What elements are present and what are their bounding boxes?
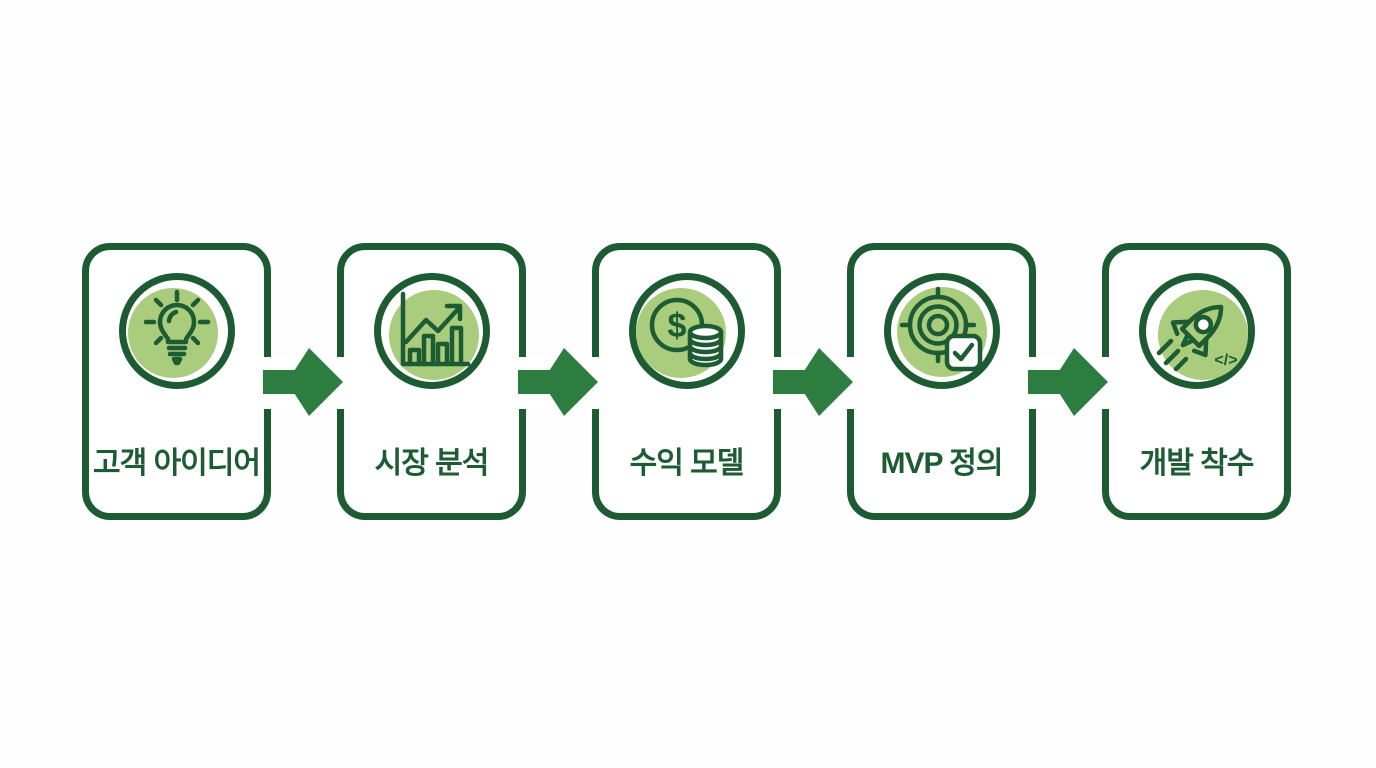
step-card-market-analysis: 시장 분석	[337, 243, 526, 520]
step-card-revenue-model: $ 수익 모델	[592, 243, 781, 520]
arrow-right-icon	[515, 348, 605, 416]
code-brackets-glyph: </>	[1214, 352, 1237, 369]
arrow-right-icon	[1025, 348, 1115, 416]
icon-ring	[118, 273, 235, 389]
step-label: MVP 정의	[880, 447, 1003, 480]
icon-ring: </>	[1138, 273, 1255, 389]
target-check-icon	[899, 286, 982, 372]
icon-blob	[1157, 290, 1248, 380]
bar-chart-growth-icon	[400, 291, 470, 367]
arrow-right-icon	[770, 348, 860, 416]
step-card-development-kickoff: </> 개발 착수	[1102, 243, 1291, 520]
step-label: 고객 아이디어	[93, 447, 261, 480]
step-card-mvp-definition: MVP 정의	[847, 243, 1036, 520]
icon-blob	[127, 288, 218, 378]
step-label: 수익 모델	[629, 447, 745, 480]
icon-ring: $	[628, 273, 745, 389]
icon-ring	[883, 273, 1000, 389]
step-label: 개발 착수	[1139, 447, 1255, 480]
rocket-code-icon: </>	[1156, 304, 1237, 372]
lightbulb-icon	[143, 289, 210, 366]
step-card-customer-idea: 고객 아이디어	[82, 243, 271, 520]
dollar-coins-icon: $	[649, 297, 723, 368]
step-label: 시장 분석	[374, 447, 490, 480]
icon-ring	[373, 273, 490, 389]
dollar-sign: $	[667, 307, 686, 345]
arrow-right-icon	[260, 348, 350, 416]
